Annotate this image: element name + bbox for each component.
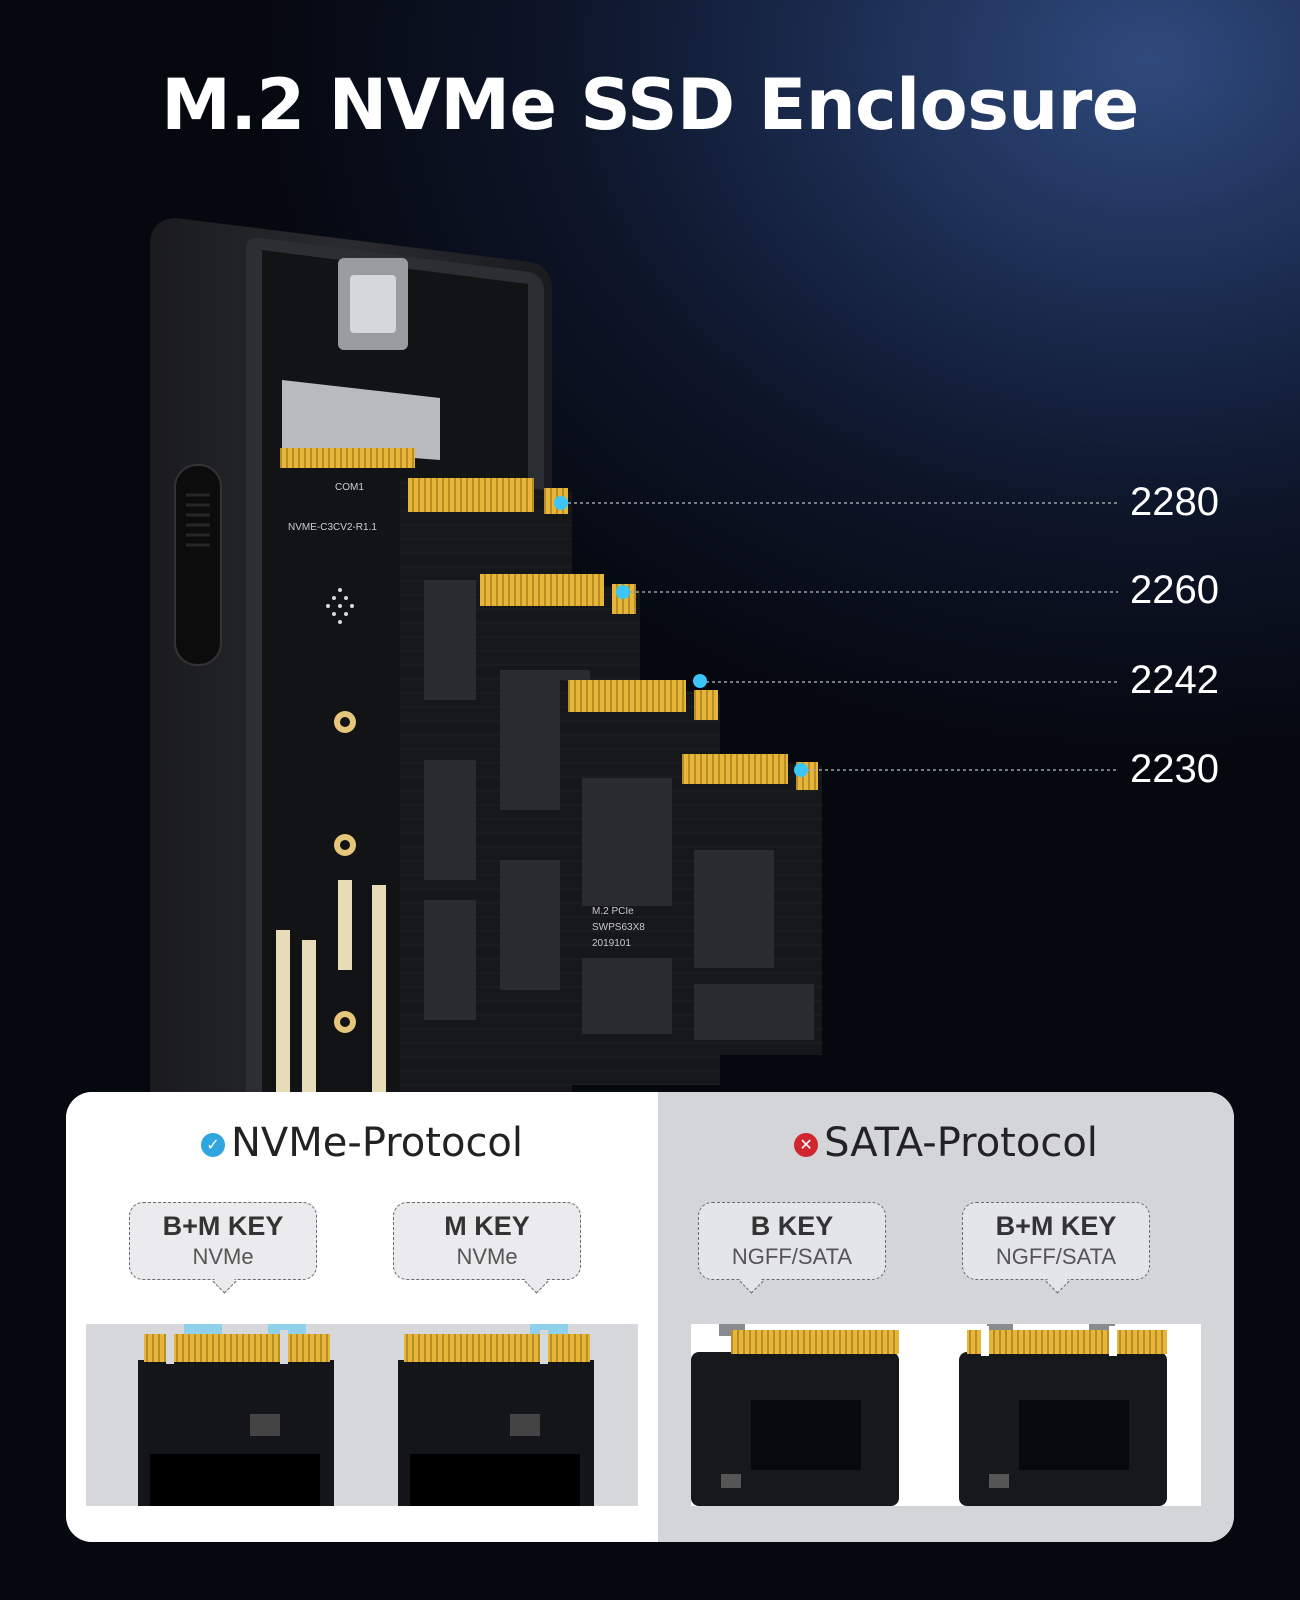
enclosure-illustration: COM1 NVME-C3CV2-R1.1 xyxy=(150,218,1118,1100)
callout-dot-2280 xyxy=(554,496,568,510)
check-circle-icon: ✓ xyxy=(200,1133,225,1157)
bubble-tail xyxy=(212,1269,237,1294)
key-title: M KEY xyxy=(444,1211,530,1241)
sata-protocol-section: ✕SATA-Protocol B KEY NGFF/SATA B+M KEY N… xyxy=(658,1092,1234,1542)
svg-text:COM1: COM1 xyxy=(335,482,364,493)
key-title: B+M KEY xyxy=(162,1211,284,1241)
key-bubble-bm-sata: B+M KEY NGFF/SATA xyxy=(962,1202,1150,1294)
size-label-2230: 2230 xyxy=(1130,747,1219,791)
size-label-2242: 2242 xyxy=(1130,658,1219,702)
size-label-2260: 2260 xyxy=(1130,568,1219,612)
key-title: B KEY xyxy=(750,1211,834,1241)
key-bubble-m-nvme: M KEY NVMe xyxy=(393,1202,581,1294)
bubble-tail xyxy=(1045,1269,1070,1294)
protocol-comparison-panel: ✓NVMe-Protocol B+M KEY NVMe M KEY NVMe xyxy=(66,1092,1234,1542)
size-label-2280: 2280 xyxy=(1130,480,1219,524)
callout-dot-2260 xyxy=(616,585,630,599)
x-circle-icon: ✕ xyxy=(794,1133,819,1157)
ssd-bm-key-sata-image xyxy=(959,1324,1167,1506)
bubble-tail xyxy=(739,1269,764,1294)
nvme-protocol-section: ✓NVMe-Protocol B+M KEY NVMe M KEY NVMe xyxy=(66,1092,658,1542)
ssd-2230 xyxy=(672,754,822,1055)
sata-protocol-label: SATA-Protocol xyxy=(824,1120,1098,1166)
callout-dot-2230 xyxy=(794,763,808,777)
nvme-ssd-photo-strip xyxy=(86,1324,638,1506)
bubble-tail xyxy=(524,1269,549,1294)
ssd-m-key-nvme-image xyxy=(398,1324,594,1506)
sata-protocol-heading: ✕SATA-Protocol xyxy=(658,1120,1234,1166)
key-bubble-b-sata: B KEY NGFF/SATA xyxy=(698,1202,886,1294)
svg-text:M.2 PCIe: M.2 PCIe xyxy=(592,906,634,917)
page-title: M.2 NVMe SSD Enclosure xyxy=(161,64,1139,146)
ssd-b-key-sata-image xyxy=(691,1324,899,1506)
ssd-bm-key-nvme-image xyxy=(138,1324,334,1506)
size-callouts xyxy=(554,496,1118,777)
nvme-protocol-heading: ✓NVMe-Protocol xyxy=(66,1120,658,1166)
svg-text:NVME-C3CV2-R1.1: NVME-C3CV2-R1.1 xyxy=(288,522,377,533)
callout-dot-2242 xyxy=(693,674,707,688)
key-subtitle: NVMe xyxy=(456,1244,518,1269)
key-subtitle: NVMe xyxy=(192,1244,254,1269)
key-subtitle: NGFF/SATA xyxy=(731,1244,853,1269)
key-bubble-bm-nvme: B+M KEY NVMe xyxy=(129,1202,317,1294)
svg-text:SWPS63X8: SWPS63X8 xyxy=(592,922,645,933)
key-subtitle: NGFF/SATA xyxy=(995,1244,1117,1269)
nvme-protocol-label: NVMe-Protocol xyxy=(230,1120,524,1166)
svg-text:2019101: 2019101 xyxy=(592,938,631,949)
sata-ssd-photo-strip xyxy=(691,1324,1201,1506)
key-title: B+M KEY xyxy=(995,1211,1117,1241)
